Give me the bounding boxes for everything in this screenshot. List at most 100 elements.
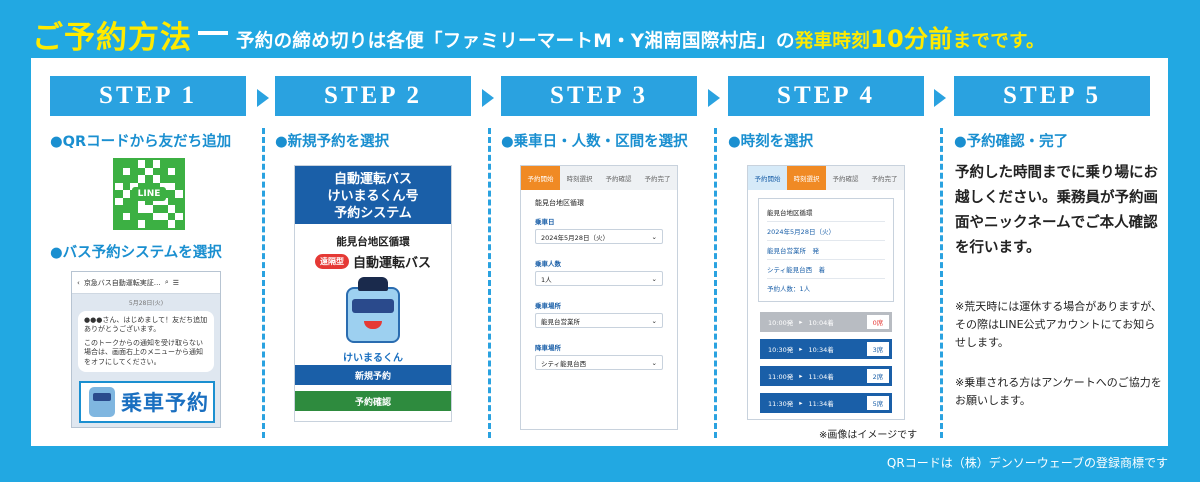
qr-module	[145, 212, 153, 221]
qr-module	[175, 182, 183, 191]
slot-arrival: 11:34着	[808, 400, 834, 408]
qr-module	[122, 197, 131, 206]
line-chat-screenshot: ‹ 京急バス自動運転実証… ⌕ ☰ 5月28日(火) ●●●さん、はじめまして！…	[71, 271, 221, 428]
from-value: 能見台営業所	[541, 317, 580, 326]
slot-seats: 0席	[867, 315, 889, 329]
step-divider	[262, 128, 265, 438]
time-slot[interactable]: 11:00発▸11:04着 2席	[760, 366, 892, 386]
qr-module	[175, 160, 183, 168]
form-heading: 能見台地区循環	[535, 199, 584, 207]
summary-to: シティ能見台西 着	[767, 260, 885, 279]
qr-module	[175, 197, 183, 206]
system-title-line-1: 自動運転バス	[333, 172, 412, 187]
bus-type-row: 遠隔型 自動運転バス	[295, 252, 451, 271]
qr-module	[137, 212, 146, 221]
qr-module	[115, 205, 123, 213]
qr-module	[168, 168, 176, 176]
reservation-summary: 能見台地区循環 2024年5月28日（火） 能見台営業所 発 シティ能見台西 着…	[758, 198, 894, 302]
deadline-text-b: 発車時刻	[794, 31, 871, 52]
ride-reservation-menu[interactable]: 乗車予約	[79, 381, 215, 423]
chat-header: ‹ 京急バス自動運転実証… ⌕ ☰	[72, 272, 220, 294]
system-header: 自動運転バス けいまるくん号 予約システム	[295, 166, 451, 224]
bus-mascot-icon	[89, 387, 115, 417]
arrow-right-icon	[934, 89, 946, 107]
qr-module	[115, 198, 123, 206]
slot-seats: 3席	[867, 342, 889, 356]
step-5-banner: STEP 5	[954, 76, 1150, 116]
date-select[interactable]: 2024年5月28日（火）⌄	[535, 229, 663, 244]
ride-form: 能見台地区循環 乗車日 2024年5月28日（火）⌄ 乗車人数 1人⌄ 乗車場所…	[521, 190, 677, 378]
qr-module	[123, 190, 131, 198]
qr-module	[123, 168, 131, 176]
time-slot[interactable]: 10:30発▸10:34着 3席	[760, 339, 892, 359]
qr-module	[122, 205, 131, 213]
qr-module	[130, 160, 138, 168]
qr-module	[130, 212, 138, 221]
bus-mascot-icon	[338, 277, 408, 349]
from-select[interactable]: 能見台営業所⌄	[535, 313, 663, 328]
new-reservation-button[interactable]: 新規予約	[295, 365, 451, 385]
slot-departure: 11:30発	[768, 400, 794, 408]
qr-module	[168, 220, 176, 228]
slot-departure: 10:30発	[768, 346, 794, 354]
qr-module	[153, 175, 161, 183]
qr-module	[115, 160, 123, 168]
time-slot[interactable]: 10:00発▸10:04着 0席	[760, 312, 892, 332]
qr-module	[130, 205, 138, 213]
qr-module	[115, 175, 123, 183]
date-label: 乗車日	[535, 218, 555, 226]
qr-module	[153, 213, 161, 221]
step-divider	[714, 128, 717, 438]
to-select[interactable]: シティ能見台西⌄	[535, 355, 663, 370]
slot-arrival: 11:04着	[808, 373, 834, 381]
step-divider	[940, 128, 943, 438]
qr-module	[138, 175, 146, 183]
people-value: 1人	[541, 275, 552, 284]
qr-module	[167, 212, 176, 221]
qr-module	[175, 167, 183, 176]
qr-module	[115, 220, 123, 228]
qr-module	[137, 182, 146, 191]
qr-module	[175, 205, 183, 213]
reservation-check-button[interactable]: 予約確認	[295, 391, 451, 411]
chat-message-greeting: ●●●さん、はじめまして！友だち追加ありがとうございます。	[84, 316, 208, 334]
step-1-select-caption: ●バス予約システムを選択	[50, 245, 222, 261]
qr-module	[122, 160, 131, 168]
qr-module	[137, 167, 146, 176]
date-value: 2024年5月28日（火）	[541, 233, 609, 242]
line-badge: LINE	[132, 187, 166, 201]
progress-tabs: 予約開始 時刻選択 予約確認 予約完了	[748, 166, 904, 190]
mascot-window	[352, 299, 394, 313]
qr-module	[175, 175, 183, 183]
menu-icon: ☰	[172, 278, 180, 287]
chevron-down-icon: ⌄	[651, 358, 657, 367]
people-select[interactable]: 1人⌄	[535, 271, 663, 286]
bus-type-title: 自動運転バス	[352, 256, 431, 271]
deadline-notice: 予約の締め切りは各便「ファミリーマートM・Y湘南国際村店」の発車時刻10分前まで…	[236, 19, 1045, 54]
qr-module	[175, 220, 183, 228]
step-2-banner: STEP 2	[275, 76, 471, 116]
qr-module	[168, 183, 176, 191]
step-2-caption: ●新規予約を選択	[275, 134, 390, 150]
progress-tabs: 予約開始 時刻選択 予約確認 予約完了	[521, 166, 677, 190]
qr-module	[145, 205, 153, 213]
qr-module	[175, 213, 183, 221]
trademark-note: QRコードは（株）デンソーウェーブの登録商標です	[886, 456, 1168, 470]
step-1-qr-caption: ●QRコードから友だち追加	[50, 134, 232, 150]
step-4-banner: STEP 4	[728, 76, 924, 116]
ride-reservation-label: 乗車予約	[121, 391, 209, 415]
slot-arrival: 10:34着	[808, 346, 834, 354]
back-icon: ‹	[77, 278, 80, 287]
qr-module	[160, 167, 168, 176]
qr-module	[138, 220, 146, 228]
qr-module	[115, 183, 123, 191]
time-slot[interactable]: 11:30発▸11:34着 5席	[760, 393, 892, 413]
tab-complete: 予約完了	[644, 175, 671, 183]
chat-title: 京急バス自動運転実証…	[83, 278, 161, 287]
chat-bubble: ●●●さん、はじめまして！友だち追加ありがとうございます。 このトークからの通知…	[78, 311, 214, 373]
deadline-text-c: 10分前	[870, 25, 953, 53]
qr-module	[130, 167, 138, 176]
arrow-right-icon	[482, 89, 494, 107]
play-icon: ▸	[799, 318, 803, 326]
slot-departure: 10:00発	[768, 319, 794, 327]
